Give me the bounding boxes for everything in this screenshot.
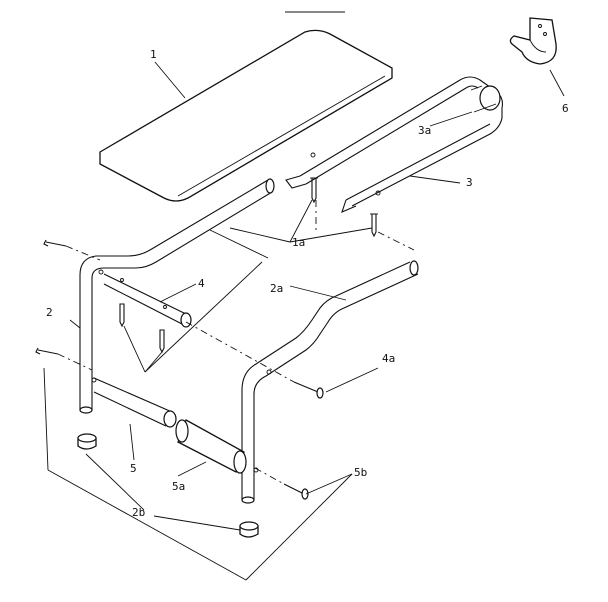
label-6: 6	[562, 102, 569, 115]
part-labels: 1 6 3a 3 1a 4 2a 2 4a 5 5a 5b 2b	[46, 48, 569, 519]
label-4: 4	[198, 277, 205, 290]
label-1: 1	[150, 48, 157, 61]
part-1-seat-pad	[99, 29, 393, 202]
part-5a-foam-roller	[175, 419, 247, 474]
label-2a: 2a	[270, 282, 283, 295]
part-6-hook	[509, 17, 565, 97]
label-4a: 4a	[382, 352, 395, 365]
label-1a: 1a	[292, 236, 305, 249]
label-5a: 5a	[172, 480, 185, 493]
label-5: 5	[130, 462, 137, 475]
assembly-lines	[57, 200, 415, 485]
part-1a-bolts	[310, 177, 378, 238]
part-2a-rear-frame	[241, 260, 419, 504]
label-3a: 3a	[418, 124, 431, 137]
part-4-cross-tube	[103, 273, 192, 354]
label-5b: 5b	[354, 466, 367, 479]
leader-lines	[43, 61, 473, 581]
part-3-seat-tube	[285, 76, 503, 213]
bolts-side	[35, 239, 324, 500]
part-2-front-frame	[79, 178, 275, 414]
label-2b: 2b	[132, 506, 145, 519]
label-2: 2	[46, 306, 53, 319]
part-2b-end-caps	[77, 433, 259, 538]
part-5-lower-tube	[93, 377, 177, 428]
label-3: 3	[466, 176, 473, 189]
